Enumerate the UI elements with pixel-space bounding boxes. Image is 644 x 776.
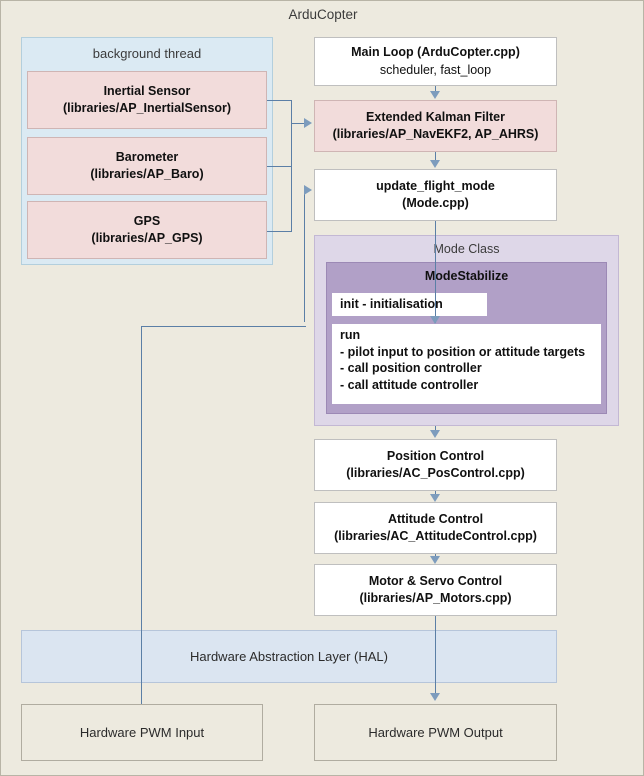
connector-sensor-bus-secondary <box>304 190 305 322</box>
main-loop-title: Main Loop (ArduCopter.cpp) <box>351 45 520 59</box>
attitude-control-path: (libraries/AC_AttitudeControl.cpp) <box>334 529 537 543</box>
connector-barometer-out <box>267 166 292 167</box>
pwm-input-label: Hardware PWM Input <box>79 725 205 740</box>
connector-gps-out <box>267 231 292 232</box>
attitude-control-box[interactable]: Attitude Control (libraries/AC_AttitudeC… <box>314 502 557 554</box>
arrowhead-updateflightmode-mode <box>430 316 440 324</box>
sensor-box-barometer[interactable]: Barometer (libraries/AP_Baro) <box>27 137 267 195</box>
sensor-path: (libraries/AP_GPS) <box>91 231 203 245</box>
mode-run-step: - call position controller <box>340 361 482 375</box>
sensor-box-gps[interactable]: GPS (libraries/AP_GPS) <box>27 201 267 259</box>
arrowhead-bus-ekf <box>304 118 312 128</box>
hal-box[interactable]: Hardware Abstraction Layer (HAL) <box>21 630 557 683</box>
connector-sensor-bus <box>291 100 292 231</box>
sensor-path: (libraries/AP_InertialSensor) <box>62 101 232 115</box>
hardware-pwm-output-box[interactable]: Hardware PWM Output <box>314 704 557 761</box>
arrowhead-mode-poscontrol <box>430 430 440 438</box>
sensor-name: Inertial Sensor <box>103 84 191 99</box>
hal-label: Hardware Abstraction Layer (HAL) <box>190 649 388 664</box>
mode-init-label: init - initialisation <box>340 297 443 312</box>
sensor-name: GPS <box>133 214 161 229</box>
connector-bus-to-ekf <box>291 123 309 124</box>
update-flight-mode-box[interactable]: update_flight_mode (Mode.cpp) <box>314 169 557 221</box>
connector-mainloop-ekf <box>435 86 436 92</box>
mode-run-box[interactable]: run - pilot input to position or attitud… <box>332 324 601 404</box>
sensor-name: Barometer <box>115 150 179 165</box>
arrowhead-bus-updateflightmode <box>304 185 312 195</box>
connector-pwminput-vertical <box>141 326 142 704</box>
update-flight-mode-path: (Mode.cpp) <box>402 196 469 210</box>
mode-run-title: run <box>340 328 361 342</box>
mode-class-label: Mode Class <box>433 242 500 256</box>
main-loop-box[interactable]: Main Loop (ArduCopter.cpp) scheduler, fa… <box>314 37 557 86</box>
position-control-title: Position Control <box>386 448 485 463</box>
ekf-path: (libraries/AP_NavEKF2, AP_AHRS) <box>332 127 539 141</box>
connector-ekf-updateflightmode <box>435 152 436 163</box>
arrowhead-poscontrol-attcontrol <box>430 494 440 502</box>
hardware-pwm-input-box[interactable]: Hardware PWM Input <box>21 704 263 761</box>
arrowhead-mainloop-ekf <box>430 91 440 99</box>
background-thread-label: background thread <box>92 46 202 61</box>
connector-updateflightmode-mode <box>435 221 436 323</box>
mode-run-step: - pilot input to position or attitude ta… <box>340 344 586 359</box>
connector-motors-pwmoutput <box>435 616 436 696</box>
connector-inertial-out <box>267 100 292 101</box>
motor-servo-control-box[interactable]: Motor & Servo Control (libraries/AP_Moto… <box>314 564 557 616</box>
arrowhead-ekf-updateflightmode <box>430 160 440 168</box>
page-title: ArduCopter <box>288 7 358 22</box>
connector-mode-poscontrol <box>435 426 436 432</box>
mode-stabilize-label: ModeStabilize <box>424 269 509 283</box>
connector-poscontrol-attcontrol <box>435 491 436 496</box>
pwm-output-label: Hardware PWM Output <box>368 725 503 740</box>
position-control-path: (libraries/AC_PosControl.cpp) <box>346 466 525 480</box>
sensor-box-inertial[interactable]: Inertial Sensor (libraries/AP_InertialSe… <box>27 71 267 129</box>
main-loop-sub: scheduler, fast_loop <box>379 62 492 77</box>
ekf-box[interactable]: Extended Kalman Filter (libraries/AP_Nav… <box>314 100 557 152</box>
mode-init-box[interactable]: init - initialisation <box>332 293 487 316</box>
mode-run-step: - call attitude controller <box>340 377 479 392</box>
arrowhead-motors-pwmoutput <box>430 693 440 701</box>
arrowhead-attcontrol-motors <box>430 556 440 564</box>
ekf-title: Extended Kalman Filter <box>366 109 505 124</box>
update-flight-mode-title: update_flight_mode <box>376 178 495 193</box>
sensor-path: (libraries/AP_Baro) <box>90 167 204 181</box>
motor-servo-path: (libraries/AP_Motors.cpp) <box>359 591 512 605</box>
attitude-control-title: Attitude Control <box>387 511 484 526</box>
motor-servo-title: Motor & Servo Control <box>368 573 503 588</box>
position-control-box[interactable]: Position Control (libraries/AC_PosContro… <box>314 439 557 491</box>
connector-pwminput-horizontal <box>141 326 306 327</box>
